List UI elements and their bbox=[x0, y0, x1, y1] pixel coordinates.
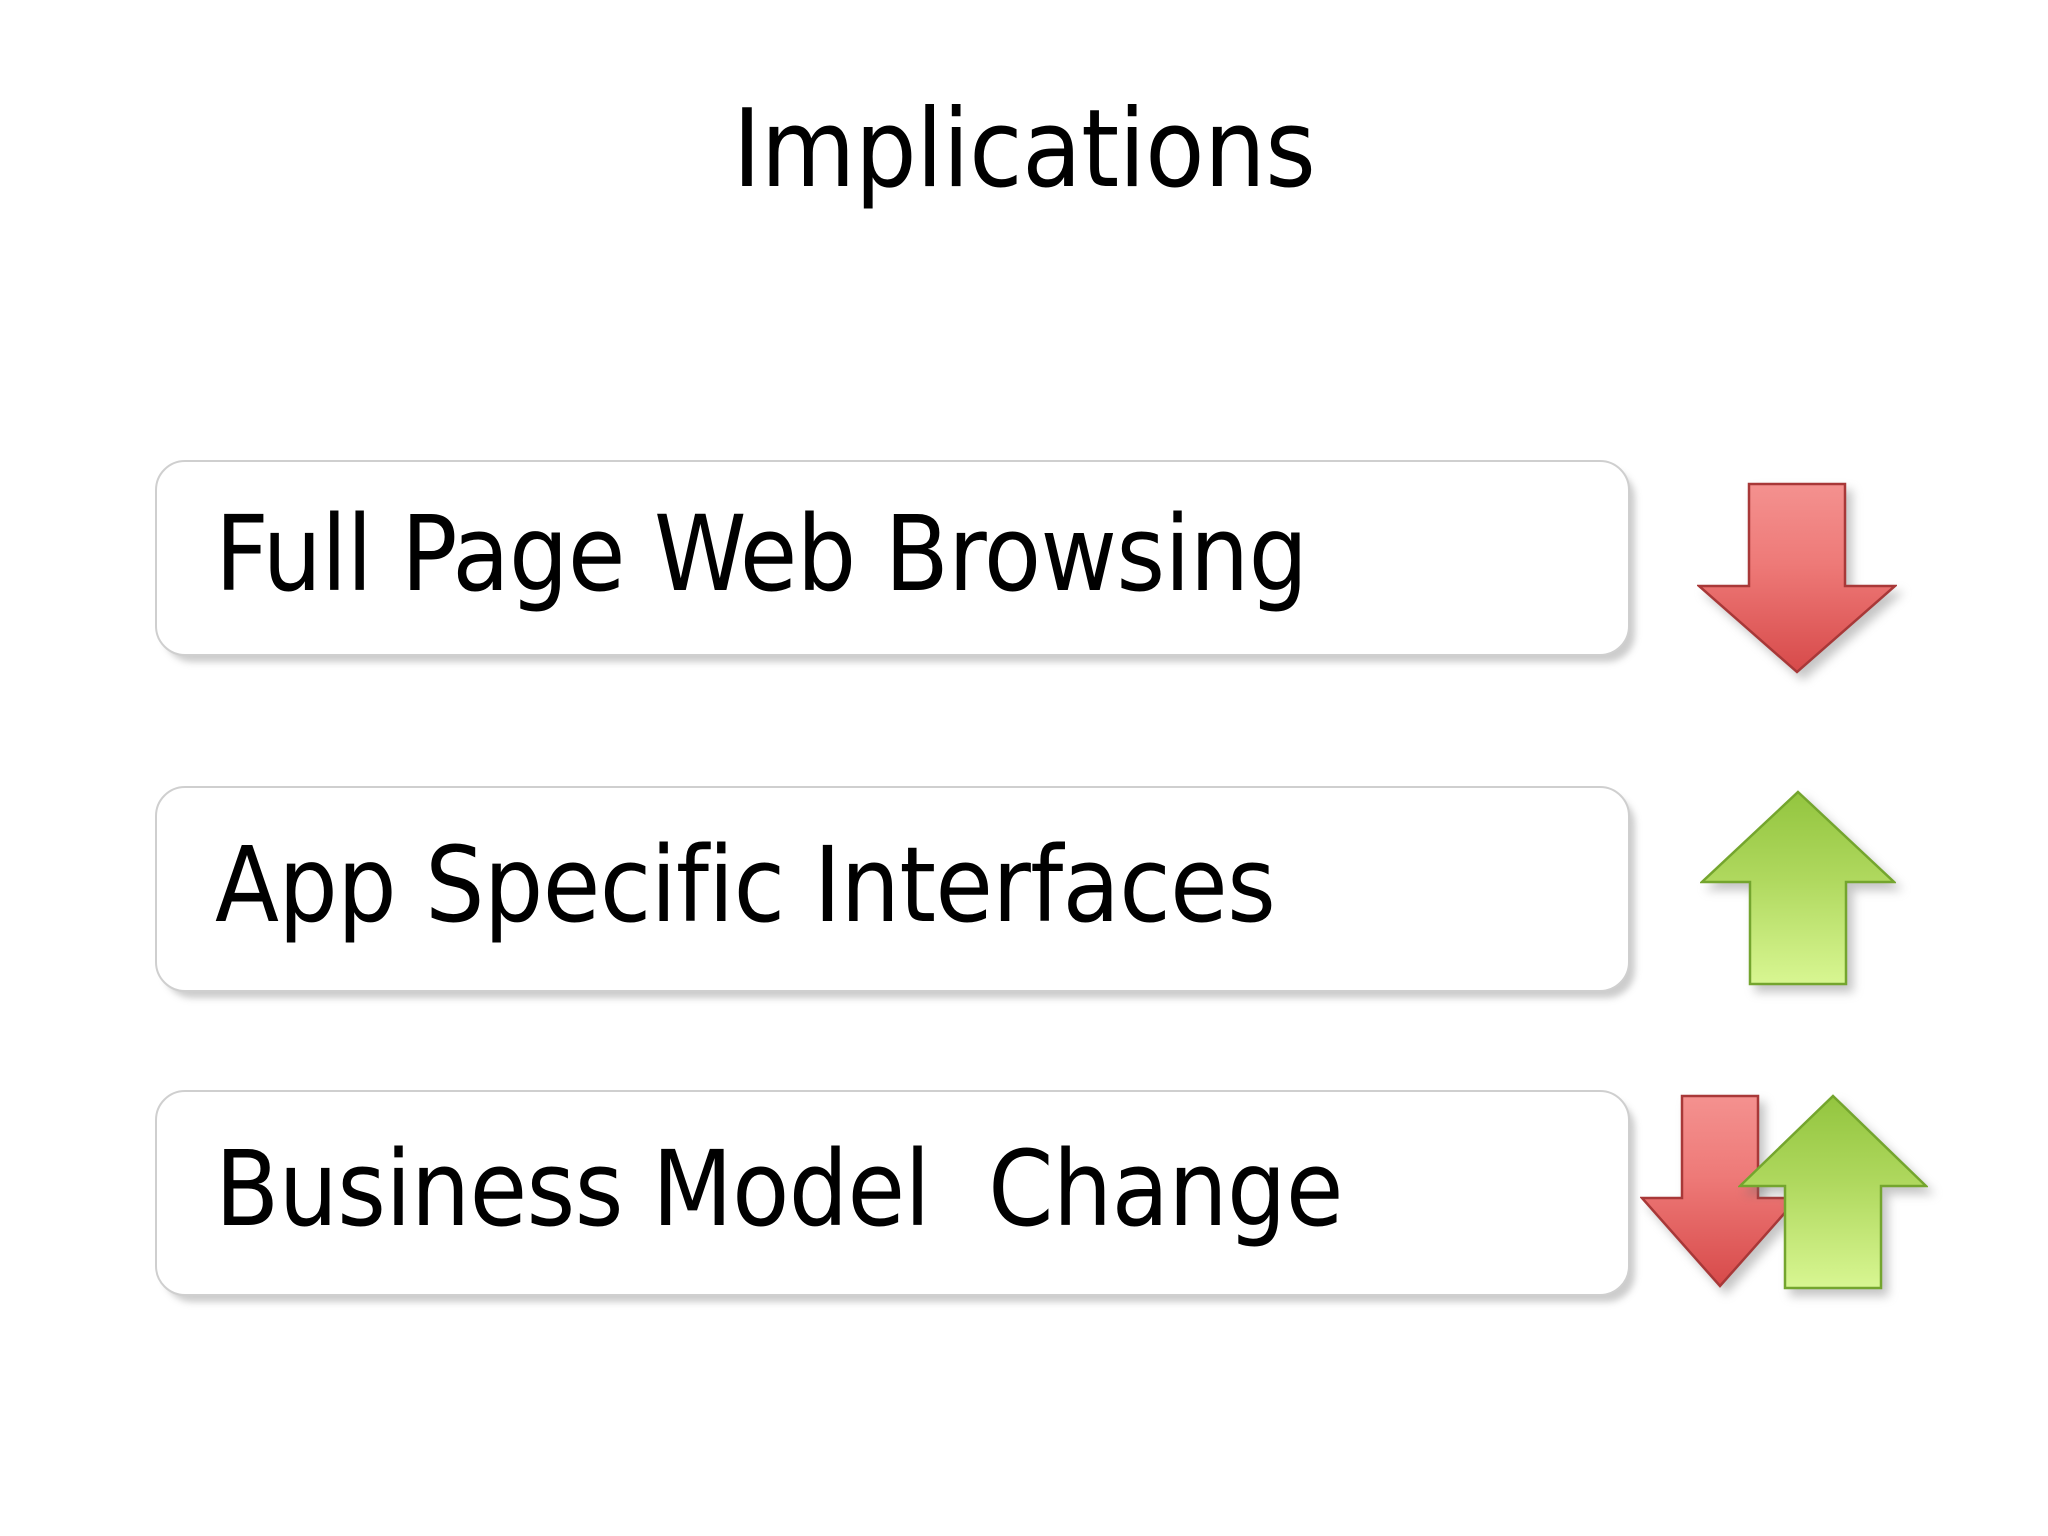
page-title: Implications bbox=[732, 87, 1316, 212]
implication-box-full-page-web-browsing[interactable]: Full Page Web Browsing bbox=[155, 460, 1630, 656]
indicator-group bbox=[1690, 460, 1910, 674]
implication-box-business-model-change[interactable]: Business Model Change bbox=[155, 1090, 1630, 1296]
indicator-group bbox=[1690, 786, 1910, 992]
arrow-up-green-icon bbox=[1738, 1094, 1928, 1290]
implication-row: Business Model Change bbox=[0, 1090, 2048, 1296]
arrow-down-red-icon bbox=[1640, 1094, 1800, 1288]
implication-box-app-specific-interfaces[interactable]: App Specific Interfaces bbox=[155, 786, 1630, 992]
implication-row: App Specific Interfaces bbox=[0, 786, 2048, 992]
implication-box-label: Full Page Web Browsing bbox=[215, 493, 1308, 615]
arrow-down-red-icon bbox=[1697, 482, 1897, 674]
indicator-group bbox=[1640, 1090, 1940, 1296]
implication-row: Full Page Web Browsing bbox=[0, 460, 2048, 674]
arrow-up-green-icon bbox=[1700, 790, 1896, 986]
implication-box-label: Business Model Change bbox=[215, 1128, 1343, 1250]
implication-box-label: App Specific Interfaces bbox=[215, 824, 1276, 946]
